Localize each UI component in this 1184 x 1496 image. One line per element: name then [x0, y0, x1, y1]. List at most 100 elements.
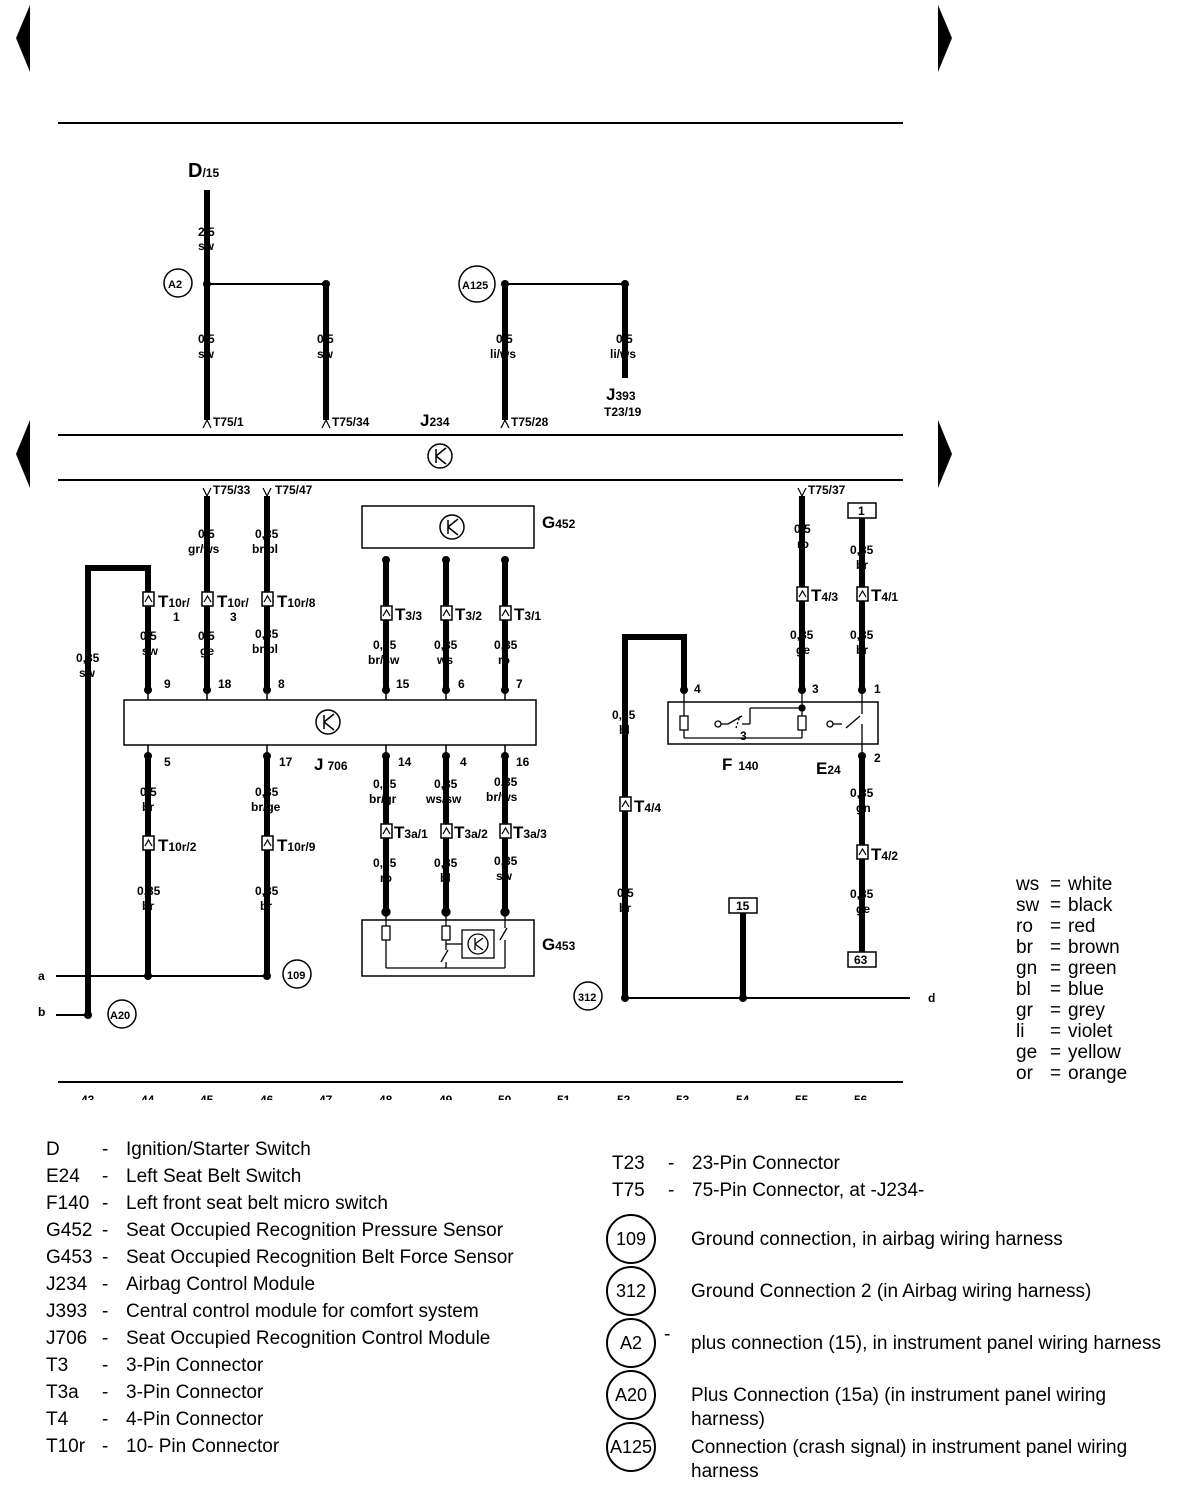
color-row: gr=grey	[1016, 1000, 1176, 1021]
svg-text:109: 109	[287, 970, 305, 982]
svg-text:0,5: 0,5	[317, 332, 334, 346]
color-abbr: bl	[1016, 979, 1031, 1000]
next-page-arrow[interactable]	[938, 5, 952, 72]
column-number: 52	[617, 1093, 631, 1100]
svg-text:0,5: 0,5	[198, 629, 215, 643]
svg-text:1: 1	[874, 682, 881, 696]
prev-arrow-mid[interactable]	[16, 420, 30, 488]
column-number: 47	[319, 1093, 333, 1100]
legend-code: T3a	[46, 1382, 79, 1403]
svg-text:0,35: 0,35	[612, 708, 636, 722]
column-number: 45	[200, 1093, 214, 1100]
svg-text:1: 1	[858, 504, 865, 518]
svg-text:ro: ro	[498, 653, 510, 667]
svg-text:0,35: 0,35	[255, 785, 279, 799]
svg-text:T4/4: T4/4	[634, 797, 661, 816]
svg-text:0,5: 0,5	[496, 332, 513, 346]
svg-text:gr/ws: gr/ws	[188, 542, 220, 556]
column-number: 51	[557, 1093, 571, 1100]
legend-desc: 23-Pin Connector	[692, 1153, 840, 1174]
svg-text:li/ws: li/ws	[490, 347, 516, 361]
connection-a125	[458, 265, 496, 303]
svg-text:0,35: 0,35	[434, 777, 458, 791]
color-name: green	[1068, 958, 1117, 979]
svg-text:0,35: 0,35	[850, 628, 874, 642]
color-equals: =	[1050, 874, 1062, 895]
svg-text:ge: ge	[200, 644, 214, 658]
label-J234: J234	[420, 411, 450, 430]
svg-text:15: 15	[396, 677, 410, 691]
svg-text:A125: A125	[462, 280, 488, 292]
j234-transistor-icon	[427, 443, 453, 469]
svg-text:br: br	[619, 901, 631, 915]
svg-text:A20: A20	[110, 1010, 130, 1022]
legend-row: G452-Seat Occupied Recognition Pressure …	[46, 1217, 606, 1244]
svg-text:li/ws: li/ws	[610, 347, 636, 361]
connection-312	[573, 981, 603, 1011]
color-abbr: gr	[1016, 1000, 1033, 1021]
legend-desc: 4-Pin Connector	[126, 1409, 264, 1430]
color-name: yellow	[1068, 1042, 1121, 1063]
svg-text:ws/sw: ws/sw	[425, 792, 462, 806]
legend-row: T4-4-Pin Connector	[46, 1406, 606, 1433]
svg-text:T4/2: T4/2	[871, 845, 898, 864]
label-E24: E24	[816, 759, 841, 778]
legend-dash: -	[102, 1436, 109, 1457]
legend-dash: -	[102, 1301, 109, 1322]
svg-text:T75/28: T75/28	[511, 415, 549, 429]
column-number: 44	[141, 1093, 155, 1100]
svg-text:bl: bl	[440, 871, 451, 885]
connector-t10r1: T10r/ 1	[142, 591, 190, 624]
svg-text:br: br	[142, 800, 154, 814]
svg-text:4: 4	[694, 682, 701, 696]
prev-page-arrow[interactable]	[16, 5, 30, 72]
svg-text:0,35: 0,35	[255, 627, 279, 641]
legend-code: T3	[46, 1355, 69, 1376]
connection-symbol: 109	[606, 1214, 656, 1264]
svg-text:0,35: 0,35	[850, 543, 874, 557]
legend-row: T23-23-Pin Connector	[612, 1150, 1172, 1177]
legend-dash: -	[102, 1220, 109, 1241]
svg-text:T10r/9: T10r/9	[277, 836, 316, 855]
legend-dash: -	[102, 1328, 109, 1349]
svg-text:ro: ro	[797, 537, 809, 551]
legend-dash: -	[102, 1274, 109, 1295]
column-number: 54	[736, 1093, 750, 1100]
svg-text:0,35: 0,35	[255, 884, 279, 898]
color-row: or=orange	[1016, 1063, 1176, 1084]
svg-text:0,5: 0,5	[617, 886, 634, 900]
color-name: orange	[1068, 1063, 1128, 1084]
column-number: 49	[439, 1093, 453, 1100]
connection-109	[282, 959, 312, 989]
color-equals: =	[1050, 916, 1062, 937]
line-b-label: b	[38, 1005, 45, 1019]
legend-code: T4	[46, 1409, 69, 1430]
connection-desc: Ground Connection 2 (in Airbag wiring ha…	[691, 1281, 1092, 1302]
svg-text:br: br	[260, 899, 272, 913]
connector-t10r9: T10r/9	[261, 835, 316, 855]
svg-text:9: 9	[164, 677, 171, 691]
svg-text:bl: bl	[619, 723, 630, 737]
j706-top-pins: 9 18 8 15 6 7	[144, 677, 523, 700]
connector-t3-1: T3/1	[499, 605, 541, 624]
svg-text:0,35: 0,35	[494, 638, 518, 652]
svg-text:0,35: 0,35	[434, 856, 458, 870]
j706-transistor-icon	[315, 709, 341, 735]
svg-text:br/sw: br/sw	[368, 653, 400, 667]
svg-text:0,5: 0,5	[198, 332, 215, 346]
legend-desc: Left front seat belt micro switch	[126, 1193, 388, 1214]
svg-text:sw: sw	[142, 644, 159, 658]
legend-row: D-Ignition/Starter Switch	[46, 1136, 606, 1163]
wire-f52-loop	[622, 634, 687, 998]
next-arrow-mid[interactable]	[938, 420, 952, 488]
svg-text:T10r/: T10r/	[158, 592, 190, 611]
connector-t3a3: T3a/3	[499, 823, 547, 842]
label-G453: G453	[542, 935, 576, 954]
color-row: bl=blue	[1016, 979, 1176, 1000]
svg-text:sw: sw	[317, 347, 334, 361]
svg-text:br/ge: br/ge	[251, 800, 281, 814]
svg-text:sw: sw	[79, 666, 96, 680]
